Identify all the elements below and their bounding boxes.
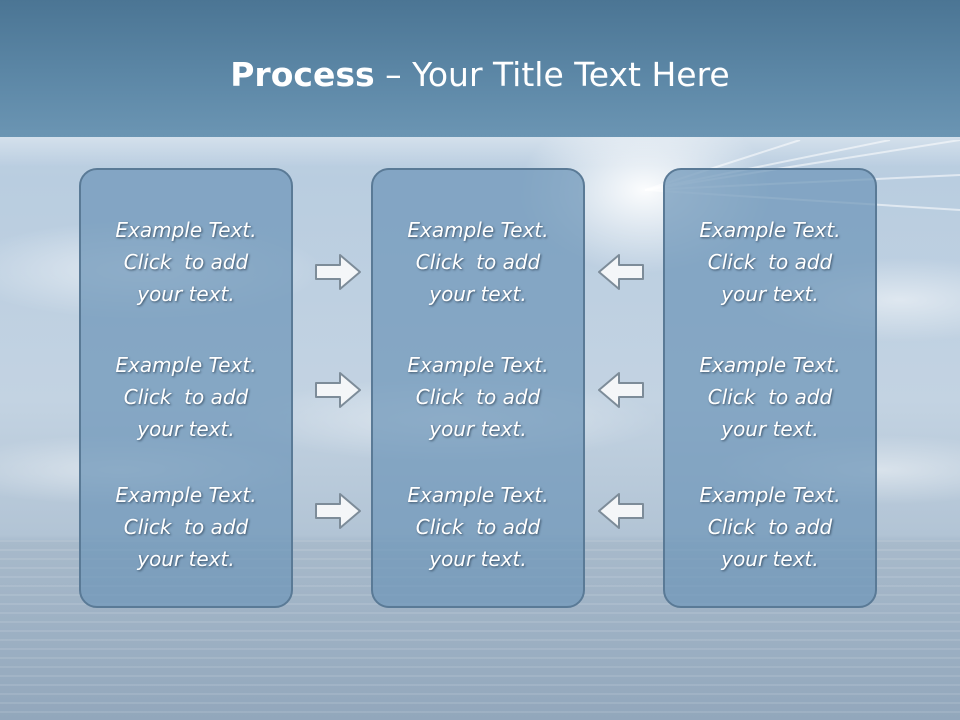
text-line: Example Text. [407, 483, 549, 507]
arrow-left-icon [598, 372, 644, 408]
text-line: your text. [137, 547, 235, 571]
text-line: Click to add [123, 515, 249, 539]
text-line: your text. [137, 282, 235, 306]
text-line: Example Text. [699, 483, 841, 507]
text-line: Click to add [123, 385, 249, 409]
panel-text-box[interactable]: Example Text. Click to add your text. [373, 349, 583, 445]
text-line: Click to add [707, 250, 833, 274]
text-line: Click to add [707, 515, 833, 539]
text-line: Click to add [415, 250, 541, 274]
panel-text-box[interactable]: Example Text. Click to add your text. [81, 479, 291, 575]
text-line: Click to add [415, 515, 541, 539]
text-line: Click to add [123, 250, 249, 274]
text-line: your text. [429, 417, 527, 441]
arrow-left-icon [598, 493, 644, 529]
text-line: your text. [429, 547, 527, 571]
panel-text-box[interactable]: Example Text. Click to add your text. [81, 214, 291, 310]
process-panel-right[interactable]: Example Text. Click to add your text. Ex… [663, 168, 877, 608]
panel-text-box[interactable]: Example Text. Click to add your text. [373, 479, 583, 575]
text-line: Example Text. [407, 353, 549, 377]
panel-text-box[interactable]: Example Text. Click to add your text. [373, 214, 583, 310]
arrow-right-icon [315, 254, 361, 290]
text-line: your text. [721, 417, 819, 441]
text-line: Example Text. [699, 218, 841, 242]
text-line: Click to add [415, 385, 541, 409]
text-line: Example Text. [115, 218, 257, 242]
text-line: Example Text. [407, 218, 549, 242]
arrow-left-icon [598, 254, 644, 290]
text-line: Example Text. [699, 353, 841, 377]
text-line: your text. [137, 417, 235, 441]
panel-text-box[interactable]: Example Text. Click to add your text. [665, 479, 875, 575]
title-band [0, 0, 960, 137]
text-line: Example Text. [115, 483, 257, 507]
process-panel-center[interactable]: Example Text. Click to add your text. Ex… [371, 168, 585, 608]
title-rest: – Your Title Text Here [374, 55, 730, 94]
text-line: your text. [721, 282, 819, 306]
title-bold: Process [230, 55, 375, 94]
arrow-right-icon [315, 372, 361, 408]
process-panel-left[interactable]: Example Text. Click to add your text. Ex… [79, 168, 293, 608]
title-divider [0, 137, 960, 167]
text-line: your text. [721, 547, 819, 571]
panel-text-box[interactable]: Example Text. Click to add your text. [665, 349, 875, 445]
panel-text-box[interactable]: Example Text. Click to add your text. [81, 349, 291, 445]
arrow-right-icon [315, 493, 361, 529]
text-line: your text. [429, 282, 527, 306]
slide-title[interactable]: Process – Your Title Text Here [0, 50, 960, 100]
text-line: Click to add [707, 385, 833, 409]
panel-text-box[interactable]: Example Text. Click to add your text. [665, 214, 875, 310]
text-line: Example Text. [115, 353, 257, 377]
